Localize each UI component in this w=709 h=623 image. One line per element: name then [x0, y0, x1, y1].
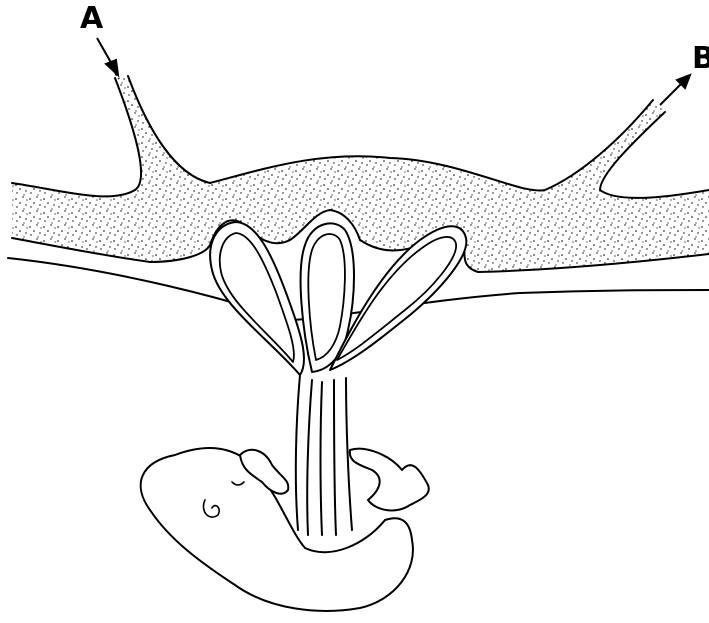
maternal-vessel-left-outer [12, 78, 141, 196]
chorionic-plate [8, 258, 709, 320]
fetus-leg [350, 449, 429, 511]
maternal-blood-space [12, 76, 709, 272]
umbilical-cord-inner-2 [321, 382, 323, 535]
umbilical-cord-inner-1 [307, 380, 312, 535]
arrow-b-line [660, 83, 682, 105]
umbilical-cord-left [296, 375, 300, 530]
label-a: A [80, 4, 103, 34]
label-b: B [692, 44, 709, 74]
umbilical-cord-inner-3 [334, 380, 336, 535]
villus-left-outer [210, 222, 304, 375]
